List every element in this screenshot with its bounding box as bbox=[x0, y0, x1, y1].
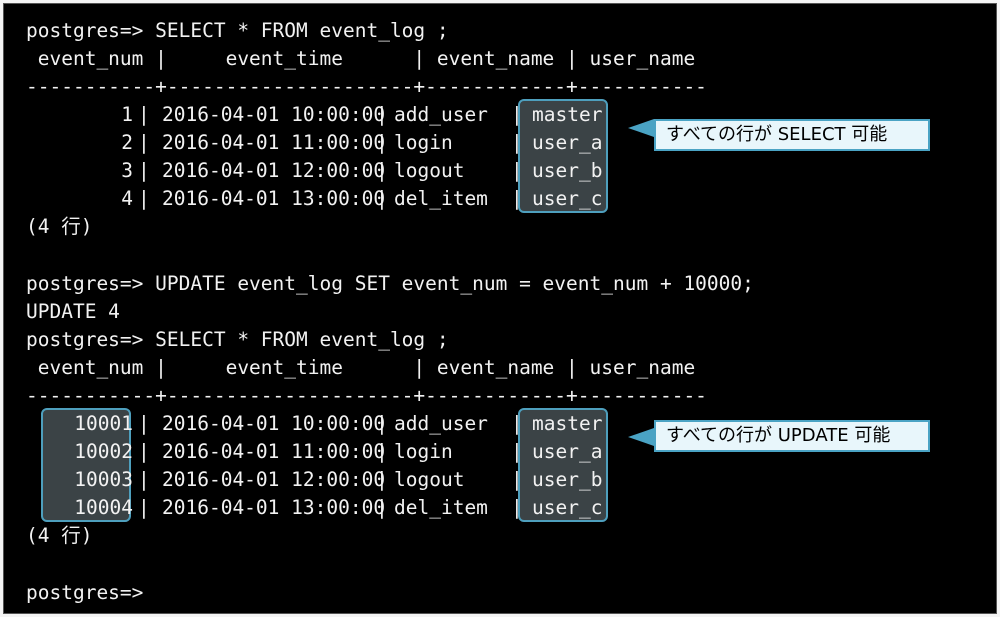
user-name-cell: user_b bbox=[532, 468, 603, 491]
row-count-2: (4 行) bbox=[26, 524, 93, 547]
event-time-cell: 2016-04-01 13:00:00 bbox=[162, 496, 386, 519]
pipe: | bbox=[376, 412, 388, 435]
event-num-cell: 2 bbox=[121, 131, 133, 154]
callout-arrow-2 bbox=[628, 428, 654, 446]
table-row: 4 | 2016-04-01 13:00:00 | del_item | use… bbox=[26, 185, 602, 213]
event-name-cell: logout bbox=[394, 468, 465, 491]
table-row: 1 | 2016-04-01 10:00:00 | add_user | mas… bbox=[26, 101, 602, 129]
pipe: | bbox=[376, 468, 388, 491]
event-time-cell: 2016-04-01 11:00:00 bbox=[162, 131, 386, 154]
callout-select: すべての行が SELECT 可能 bbox=[654, 119, 930, 151]
pipe: | bbox=[511, 103, 523, 126]
pipe: | bbox=[511, 131, 523, 154]
event-time-cell: 2016-04-01 10:00:00 bbox=[162, 103, 386, 126]
pipe: | bbox=[138, 440, 150, 463]
pipe: | bbox=[511, 496, 523, 519]
pipe: | bbox=[376, 496, 388, 519]
table-separator-1: -----------+---------------------+------… bbox=[26, 75, 707, 98]
event-name-cell: add_user bbox=[394, 103, 488, 126]
pipe: | bbox=[511, 159, 523, 182]
event-time-cell: 2016-04-01 13:00:00 bbox=[162, 187, 386, 210]
user-name-cell: user_a bbox=[532, 131, 603, 154]
table-row: 3 | 2016-04-01 12:00:00 | logout | user_… bbox=[26, 157, 602, 185]
event-num-cell: 10002 bbox=[74, 440, 133, 463]
event-time-cell: 2016-04-01 11:00:00 bbox=[162, 440, 386, 463]
event-num-cell: 10001 bbox=[74, 412, 133, 435]
table-row: 10003 | 2016-04-01 12:00:00 | logout | u… bbox=[26, 466, 602, 494]
pipe: | bbox=[138, 103, 150, 126]
user-name-cell: user_b bbox=[532, 159, 603, 182]
pipe: | bbox=[511, 440, 523, 463]
table-header-2: event_num | event_time | event_name | us… bbox=[26, 356, 696, 379]
pipe: | bbox=[138, 412, 150, 435]
final-prompt[interactable]: postgres=> bbox=[26, 581, 144, 604]
event-num-highlight bbox=[41, 408, 131, 522]
pipe: | bbox=[511, 412, 523, 435]
user-name-cell: user_c bbox=[532, 496, 603, 519]
pipe: | bbox=[138, 159, 150, 182]
event-time-cell: 2016-04-01 12:00:00 bbox=[162, 468, 386, 491]
event-name-cell: login bbox=[394, 131, 453, 154]
table-row: 2 | 2016-04-01 11:00:00 | login | user_a bbox=[26, 129, 602, 157]
row-count-1: (4 行) bbox=[26, 215, 93, 238]
update-result: UPDATE 4 bbox=[26, 300, 120, 323]
command-line-select-1: postgres=> SELECT * FROM event_log ; bbox=[26, 19, 449, 42]
pipe: | bbox=[138, 468, 150, 491]
user-name-highlight-1 bbox=[518, 99, 608, 213]
user-name-cell: user_a bbox=[532, 440, 603, 463]
table-header-1: event_num | event_time | event_name | us… bbox=[26, 47, 696, 70]
event-name-cell: logout bbox=[394, 159, 465, 182]
event-name-cell: login bbox=[394, 440, 453, 463]
pipe: | bbox=[138, 131, 150, 154]
command-line-update: postgres=> UPDATE event_log SET event_nu… bbox=[26, 272, 754, 295]
user-name-cell: master bbox=[532, 103, 603, 126]
event-num-cell: 4 bbox=[121, 187, 133, 210]
event-num-cell: 10004 bbox=[74, 496, 133, 519]
table-row: 10002 | 2016-04-01 11:00:00 | login | us… bbox=[26, 438, 602, 466]
event-name-cell: add_user bbox=[394, 412, 488, 435]
pipe: | bbox=[511, 187, 523, 210]
pipe: | bbox=[511, 468, 523, 491]
pipe: | bbox=[376, 187, 388, 210]
event-num-cell: 10003 bbox=[74, 468, 133, 491]
event-num-cell: 1 bbox=[121, 103, 133, 126]
callout-arrow-1 bbox=[628, 119, 654, 137]
table-row: 10004 | 2016-04-01 13:00:00 | del_item |… bbox=[26, 494, 602, 522]
terminal-window[interactable]: postgres=> SELECT * FROM event_log ; eve… bbox=[3, 3, 997, 614]
event-time-cell: 2016-04-01 10:00:00 bbox=[162, 412, 386, 435]
table-separator-2: -----------+---------------------+------… bbox=[26, 384, 707, 407]
user-name-cell: user_c bbox=[532, 187, 603, 210]
pipe: | bbox=[138, 496, 150, 519]
command-line-select-2: postgres=> SELECT * FROM event_log ; bbox=[26, 328, 449, 351]
pipe: | bbox=[138, 187, 150, 210]
event-name-cell: del_item bbox=[394, 496, 488, 519]
event-time-cell: 2016-04-01 12:00:00 bbox=[162, 159, 386, 182]
event-name-cell: del_item bbox=[394, 187, 488, 210]
user-name-cell: master bbox=[532, 412, 603, 435]
user-name-highlight-2 bbox=[518, 408, 608, 522]
pipe: | bbox=[376, 159, 388, 182]
table-row: 10001 | 2016-04-01 10:00:00 | add_user |… bbox=[26, 410, 602, 438]
pipe: | bbox=[376, 103, 388, 126]
event-num-cell: 3 bbox=[121, 159, 133, 182]
pipe: | bbox=[376, 131, 388, 154]
callout-update: すべての行が UPDATE 可能 bbox=[654, 420, 930, 452]
pipe: | bbox=[376, 440, 388, 463]
